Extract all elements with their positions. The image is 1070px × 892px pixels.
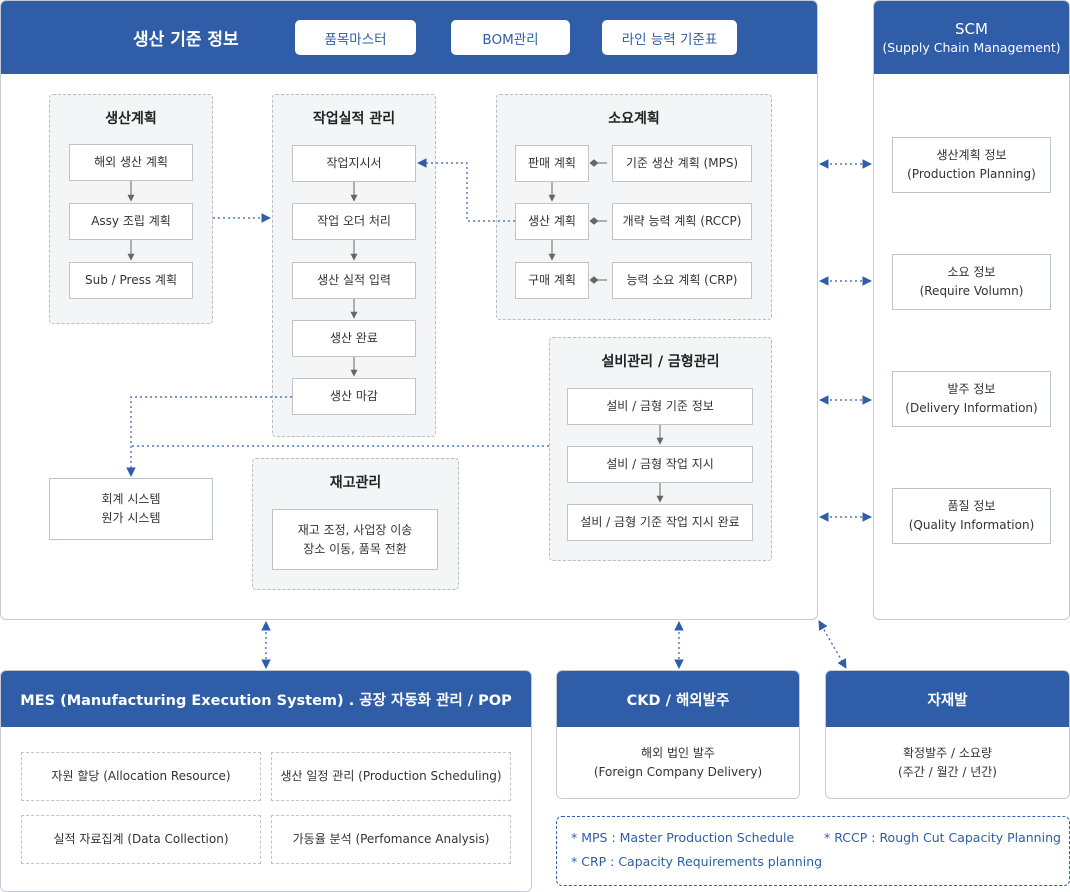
scm-quality-info[interactable]: 품질 정보 (Quality Information) bbox=[892, 488, 1051, 544]
demand-rccp[interactable]: 개략 능력 계획 (RCCP) bbox=[612, 203, 752, 240]
inventory-title: 재고관리 bbox=[329, 475, 382, 491]
scm-title: SCM bbox=[955, 20, 988, 38]
mes-data-collection[interactable]: 실적 자료집계 (Data Collection) bbox=[21, 815, 261, 864]
ckd-header: CKD / 해외발주 bbox=[557, 671, 799, 727]
link-demand-work bbox=[417, 158, 515, 222]
work-complete[interactable]: 생산 완료 bbox=[292, 320, 416, 357]
scm-production-planning[interactable]: 생산계획 정보 (Production Planning) bbox=[892, 137, 1051, 193]
tab-bom[interactable]: BOM관리 bbox=[451, 20, 570, 55]
accounting-system[interactable]: 회계 시스템 원가 시스템 bbox=[49, 478, 213, 540]
demand-production-plan[interactable]: 생산 계획 bbox=[515, 203, 589, 240]
demand-mps[interactable]: 기준 생산 계획 (MPS) bbox=[612, 145, 752, 182]
work-order-sheet[interactable]: 작업지시서 bbox=[292, 145, 416, 182]
ckd-title: CKD / 해외발주 bbox=[626, 692, 730, 709]
scm-delivery-info[interactable]: 발주 정보 (Delivery Information) bbox=[892, 371, 1051, 427]
demand-crp[interactable]: 능력 소요 계획 (CRP) bbox=[612, 262, 752, 299]
work-order-process[interactable]: 작업 오더 처리 bbox=[292, 203, 416, 240]
demand-plan-title: 소요계획 bbox=[608, 111, 660, 127]
equip-work-complete[interactable]: 설비 / 금형 기준 작업 지시 완료 bbox=[567, 504, 753, 541]
plan-assy[interactable]: Assy 조립 계획 bbox=[69, 203, 193, 240]
work-result-input[interactable]: 생산 실적 입력 bbox=[292, 262, 416, 299]
mes-allocation[interactable]: 자원 할당 (Allocation Resource) bbox=[21, 752, 261, 801]
production-plan-title: 생산계획 bbox=[105, 111, 157, 127]
note-crp: * CRP : Capacity Requirements planning bbox=[571, 854, 823, 869]
material-header: 자재발 bbox=[826, 671, 1069, 727]
plan-overseas[interactable]: 해외 생산 계획 bbox=[69, 144, 193, 181]
link-material bbox=[818, 620, 847, 669]
mes-performance[interactable]: 가동율 분석 (Perfomance Analysis) bbox=[271, 815, 511, 864]
mes-title: MES (Manufacturing Execution System) . 공… bbox=[20, 692, 512, 709]
work-performance-title: 작업실적 관리 bbox=[312, 111, 396, 127]
tab-item-master[interactable]: 품목마스터 bbox=[295, 20, 416, 55]
demand-purchase-plan[interactable]: 구매 계획 bbox=[515, 262, 589, 299]
material-body: 확정발주 / 소요량 (주간 / 월간 / 년간) bbox=[826, 727, 1069, 798]
scm-subtitle: (Supply Chain Management) bbox=[882, 40, 1061, 55]
link-closing-accounting bbox=[126, 396, 292, 477]
mes-scheduling[interactable]: 생산 일정 관리 (Production Scheduling) bbox=[271, 752, 511, 801]
material-panel: 자재발 확정발주 / 소요량 (주간 / 월간 / 년간) bbox=[825, 670, 1070, 799]
plan-sub-press[interactable]: Sub / Press 계획 bbox=[69, 262, 193, 299]
page-title: 생산 기준 정보 bbox=[133, 30, 239, 50]
work-closing[interactable]: 생산 마감 bbox=[292, 378, 416, 415]
scm-require-volume[interactable]: 소요 정보 (Require Volumn) bbox=[892, 254, 1051, 310]
material-title: 자재발 bbox=[927, 692, 968, 709]
scm-header: SCM (Supply Chain Management) bbox=[874, 1, 1069, 74]
ckd-body: 해외 법인 발주 (Foreign Company Delivery) bbox=[557, 727, 799, 798]
inventory-actions[interactable]: 재고 조정, 사업장 이송 장소 이동, 품목 전환 bbox=[272, 509, 438, 570]
equipment-title: 설비관리 / 금형관리 bbox=[601, 354, 720, 370]
ckd-panel: CKD / 해외발주 해외 법인 발주 (Foreign Company Del… bbox=[556, 670, 800, 799]
mes-header: MES (Manufacturing Execution System) . 공… bbox=[1, 671, 531, 727]
tab-line-capacity[interactable]: 라인 능력 기준표 bbox=[602, 20, 737, 55]
equip-work-order[interactable]: 설비 / 금형 작업 지시 bbox=[567, 446, 753, 483]
note-mps: * MPS : Master Production Schedule bbox=[571, 830, 795, 845]
equip-master-info[interactable]: 설비 / 금형 기준 정보 bbox=[567, 388, 753, 425]
note-rccp: * RCCP : Rough Cut Capacity Planning bbox=[824, 830, 1061, 845]
demand-sales-plan[interactable]: 판매 계획 bbox=[515, 145, 589, 182]
